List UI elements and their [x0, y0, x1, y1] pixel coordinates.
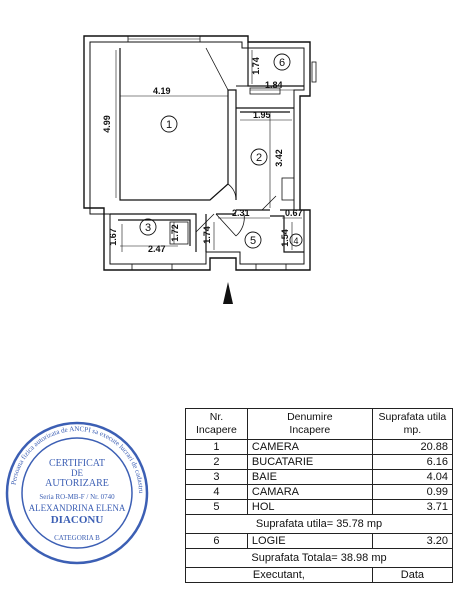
partition-wall [119, 48, 237, 201]
executant-label: Executant, [185, 567, 373, 583]
window [255, 263, 287, 271]
door-swing [261, 195, 277, 211]
outer-wall [83, 35, 311, 271]
cell-nr: 2 [185, 454, 248, 470]
window [249, 87, 281, 95]
header-name: Denumire Incapere [246, 408, 373, 440]
stamp-line: AUTORIZARE [45, 478, 109, 489]
table-row: 6 LOGIE 3.20 [185, 533, 454, 549]
kitchen-counter [281, 177, 295, 201]
partition-wall [236, 107, 300, 211]
stamp-line: DE [71, 468, 83, 478]
room-number: 3 [145, 222, 151, 234]
header-nr: Nr. Incapere [185, 408, 248, 440]
cell-name: CAMERA [246, 439, 373, 455]
authorization-stamp: Persoana fizica autorizata de ANCPI sa e… [5, 421, 149, 565]
cell-area: 0.99 [371, 484, 454, 500]
total-area: Suprafata Totala= 38.98 mp [185, 548, 453, 568]
dimension-label: 1.72 [170, 224, 180, 242]
table-row: 3 BAIE 4.04 [185, 469, 454, 485]
dimension-label: 2.47 [148, 244, 166, 254]
cell-name: BUCATARIE [246, 454, 373, 470]
partition-wall [205, 213, 304, 253]
window [311, 61, 317, 83]
usable-area-row: Suprafata utila= 35.78 mp [185, 514, 453, 534]
dimension-label: 2.31 [232, 208, 250, 218]
room-number: 6 [279, 57, 285, 69]
cell-nr: 4 [185, 484, 248, 500]
bath-fixture [169, 221, 189, 245]
stamp-line: DIACONU [51, 514, 104, 526]
floor-plan: 4.19 4.99 1.74 1.84 1.95 3.42 2.31 0.67 … [83, 35, 317, 304]
dimension-label: 1.67 [108, 228, 118, 246]
area-table: Nr. Incapere Denumire Incapere Suprafata… [185, 408, 454, 583]
door-swing [209, 183, 237, 201]
cell-name: HOL [246, 499, 373, 515]
total-area-row: Suprafata Totala= 38.98 mp [185, 548, 453, 568]
door-swing [215, 213, 245, 237]
cell-area: 4.04 [371, 469, 454, 485]
cell-nr: 3 [185, 469, 248, 485]
date-label: Data [371, 567, 454, 583]
dimension-label: 1.84 [265, 80, 283, 90]
room-number: 2 [256, 152, 262, 164]
orientation-arrow [223, 282, 233, 304]
stamp-line: CERTIFICAT [49, 458, 105, 469]
cell-name: CAMARA [246, 484, 373, 500]
dimension-label: 1.54 [280, 229, 290, 247]
dimension-label: 1.95 [253, 110, 271, 120]
cell-nr: 6 [185, 533, 248, 549]
cell-name: LOGIE [246, 533, 373, 549]
cell-nr: 5 [185, 499, 248, 515]
dimension-label: 4.99 [102, 115, 112, 133]
cell-nr: 1 [185, 439, 248, 455]
dimension-label: 1.74 [202, 226, 212, 244]
stamp-line: ALEXANDRINA ELENA [29, 503, 126, 513]
door-swing [195, 213, 215, 233]
room-number: 5 [250, 235, 256, 247]
footer-row: Executant, Data [185, 567, 454, 583]
inner-wall [89, 41, 305, 265]
dimension-label: 1.74 [251, 57, 261, 75]
dimension-label: 3.42 [274, 149, 284, 167]
cell-area: 6.16 [371, 454, 454, 470]
header-area: Suprafata utila mp. [371, 408, 454, 440]
cell-area: 3.71 [371, 499, 454, 515]
room-number: 1 [166, 119, 172, 131]
stamp-line: CATEGORIA B [54, 534, 100, 542]
stamp-line: Seria RO-MB-F / Nr. 0740 [39, 493, 115, 501]
usable-area-total: Suprafata utila= 35.78 mp [185, 514, 453, 534]
table-row: 4 CAMARA 0.99 [185, 484, 454, 500]
cell-area: 20.88 [371, 439, 454, 455]
dimension-label: 0.67 [285, 208, 303, 218]
window [131, 263, 173, 271]
table-row: 2 BUCATARIE 6.16 [185, 454, 454, 470]
table-header: Nr. Incapere Denumire Incapere Suprafata… [185, 408, 454, 440]
room-number: 4 [293, 236, 298, 246]
partition-wall [110, 213, 197, 252]
table-row: 5 HOL 3.71 [185, 499, 454, 515]
dimension-label: 4.19 [153, 86, 171, 96]
cell-name: BAIE [246, 469, 373, 485]
cell-area: 3.20 [371, 533, 454, 549]
table-row: 1 CAMERA 20.88 [185, 439, 454, 455]
